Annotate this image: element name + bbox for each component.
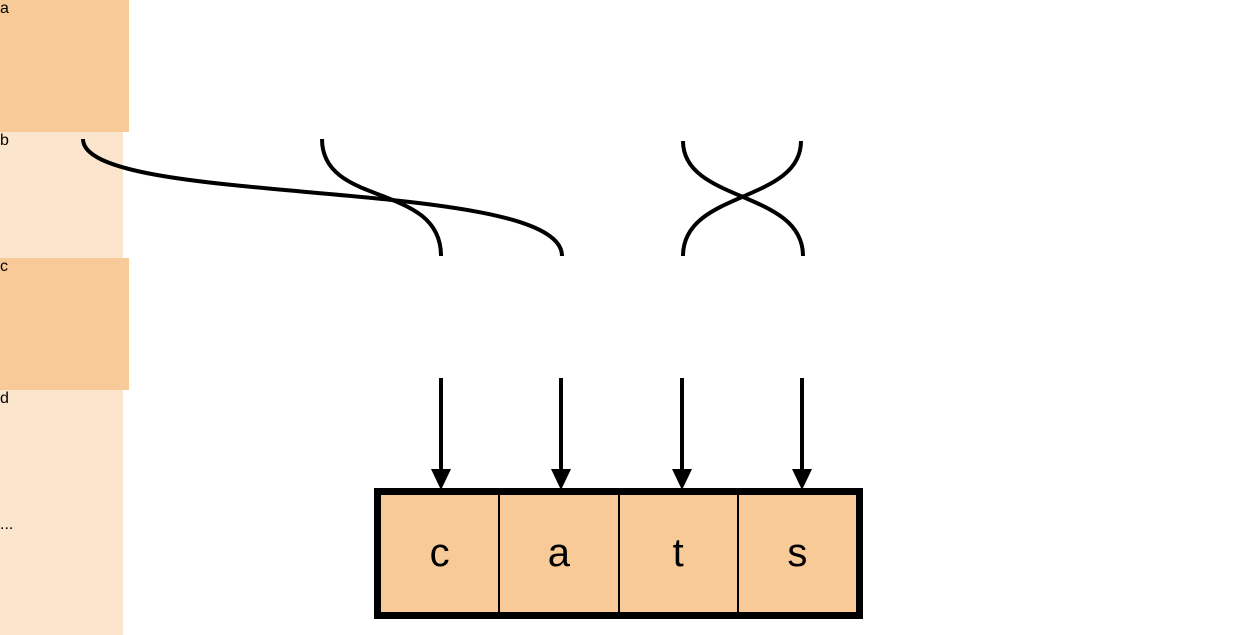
curve-s-to-index-18 (681, 140, 805, 257)
alphabet-cell-a: a (0, 0, 129, 132)
alphabet-cell-d: d (0, 390, 123, 516)
output-cell-t: t (617, 495, 737, 612)
alphabet-cell-b: b (0, 132, 123, 258)
curve-c-to-index-2 (320, 138, 443, 257)
output-cell-c: c (381, 495, 499, 612)
output-cell-s: s (736, 495, 856, 612)
curve-t-to-index-19 (681, 140, 803, 257)
arrowhead-s (792, 469, 812, 490)
output-word-row: c a t s (374, 488, 863, 619)
output-cell-a: a (498, 495, 618, 612)
arrowhead-c (431, 469, 451, 490)
alphabet-cell-ellipsis-1: ... (0, 516, 123, 635)
arrowhead-t (672, 469, 692, 490)
curve-a-to-index-0 (81, 138, 564, 257)
arrowhead-a (551, 469, 571, 490)
alphabet-cell-c: c (0, 258, 129, 390)
